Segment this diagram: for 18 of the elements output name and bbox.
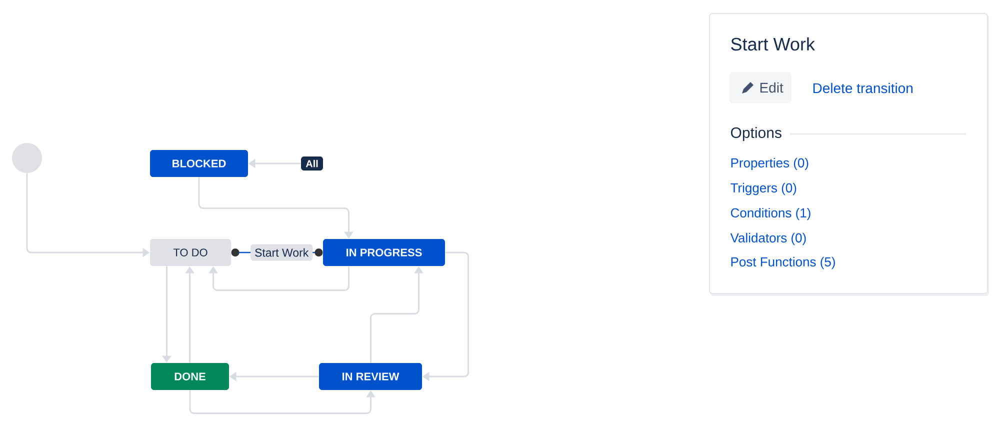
- option-link: Triggers (0): [730, 182, 796, 196]
- start-circle: [12, 143, 42, 173]
- label-badge: All: [301, 156, 323, 170]
- status-box: DONE: [151, 363, 229, 390]
- status-box: BLOCKED: [150, 150, 248, 177]
- edge-label: Start Work: [250, 244, 313, 261]
- option-link: Properties (0): [731, 158, 808, 170]
- status-box: TO DO: [150, 239, 231, 266]
- panel-title: Start Work: [731, 37, 815, 51]
- section-heading: Options: [730, 127, 782, 141]
- option-link: Conditions (1): [730, 208, 810, 220]
- arrow: [208, 266, 350, 292]
- edit-button: Edit: [729, 72, 792, 104]
- option-link: Validators (0): [730, 232, 806, 246]
- option-link: Post Functions (5): [731, 256, 835, 270]
- status-box: IN PROGRESS: [323, 239, 445, 266]
- status-box: IN REVIEW: [319, 363, 422, 390]
- delete-link: Delete transition: [813, 82, 912, 94]
